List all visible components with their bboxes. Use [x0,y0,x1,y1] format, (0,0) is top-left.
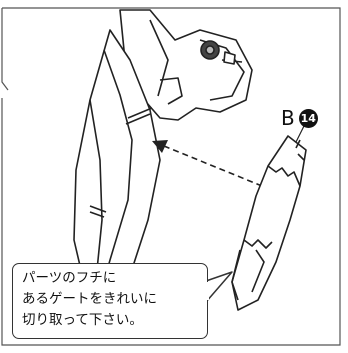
note-line: 切り取って下さい。 [22,312,143,328]
main-assembly [73,9,253,331]
frame-border [1,7,341,346]
dashed-arrow [152,140,263,187]
instruction-note: パーツのフチに あるゲートをきれいに 切り取って下さい。 [12,263,208,339]
note-line: パーツのフチに [22,270,117,286]
note-line: あるゲートをきれいに [22,291,157,307]
part-letter: B [281,106,295,130]
callout-pointer [205,271,233,303]
part-label: B 14 [281,108,318,128]
part-number-badge: 14 [298,108,318,128]
callout-seam [205,282,209,300]
part-b14 [231,121,307,311]
